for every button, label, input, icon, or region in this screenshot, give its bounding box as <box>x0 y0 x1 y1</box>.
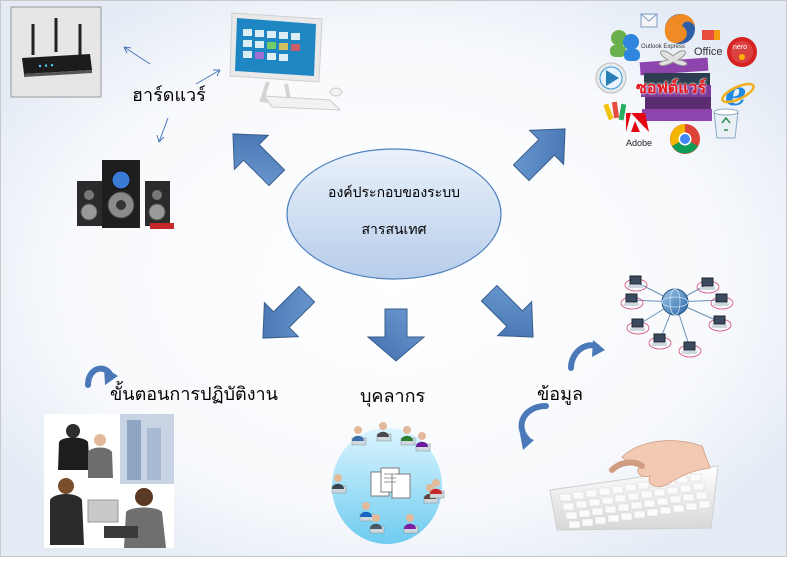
book-stack-icon <box>639 50 712 121</box>
computer-image <box>229 12 343 111</box>
connector-to-computer <box>195 69 221 85</box>
adobe-icon: Adobe <box>626 113 652 148</box>
hardware-label: ฮาร์ดแวร์ <box>132 85 206 106</box>
media-player-icon <box>595 62 627 94</box>
people-network-image <box>331 422 445 544</box>
arrow-to-procedure <box>262 285 316 339</box>
arrow-to-software <box>512 128 566 182</box>
svg-text:Adobe: Adobe <box>626 138 652 148</box>
person-icon <box>351 426 367 446</box>
procedure-label: ขั้นตอนการปฏิบัติงาน <box>110 384 278 405</box>
recycle-bin-icon <box>713 108 739 139</box>
internet-explorer-icon: e <box>721 74 755 114</box>
office-icon: Office <box>694 30 723 58</box>
network-diagram <box>620 275 734 358</box>
software-label: ซอฟต์แวร์ <box>636 78 707 97</box>
svg-text:Outlook Express: Outlook Express <box>641 44 685 50</box>
speaker-image <box>77 160 174 229</box>
data-label: ข้อมูล <box>537 384 584 405</box>
documents-icon <box>370 467 411 499</box>
messenger-icon <box>610 30 640 61</box>
network-node <box>624 275 648 292</box>
network-node <box>708 315 732 332</box>
curved-arrow-heads <box>104 340 605 450</box>
svg-text:e: e <box>725 74 747 114</box>
chrome-icon <box>670 124 700 154</box>
center-title-line1: องค์ประกอบของระบบ <box>328 185 460 201</box>
office-photo-image <box>44 414 174 548</box>
network-node <box>626 318 650 335</box>
person-icon <box>415 432 431 452</box>
person-icon <box>369 514 385 534</box>
network-node <box>620 293 644 310</box>
person-icon <box>331 474 347 494</box>
person-icon <box>429 479 445 499</box>
person-icon <box>400 426 416 446</box>
nero-icon: nero <box>727 37 757 67</box>
hardware-connector-arrows <box>123 46 221 143</box>
svg-text:Office: Office <box>694 46 723 58</box>
software-collage: Outlook Express Office nero <box>595 13 757 154</box>
network-node <box>678 341 702 358</box>
network-node <box>696 277 720 294</box>
person-icon <box>376 422 392 442</box>
center-title-line2: สารสนเทศ <box>361 222 427 238</box>
keyboard-image <box>549 440 719 531</box>
pencils-icon <box>603 101 627 121</box>
person-icon <box>359 502 375 522</box>
connector-to-speaker <box>158 117 169 143</box>
curved-arrow-data-lower <box>518 403 549 443</box>
svg-text:nero: nero <box>733 44 747 51</box>
arrow-to-hardware <box>232 133 286 187</box>
person-icon <box>403 514 419 534</box>
firefox-icon <box>664 14 695 44</box>
arrow-to-data <box>480 284 534 338</box>
arrow-to-people <box>366 308 426 362</box>
block-arrows <box>232 128 566 362</box>
network-node <box>710 293 734 310</box>
outlook-express-icon: Outlook Express <box>640 13 685 50</box>
connector-to-router <box>123 46 151 65</box>
globe-icon <box>661 288 689 316</box>
network-node <box>648 333 672 350</box>
people-label: บุคลากร <box>360 386 426 407</box>
center-ellipse <box>286 148 502 280</box>
router-image <box>10 6 102 98</box>
